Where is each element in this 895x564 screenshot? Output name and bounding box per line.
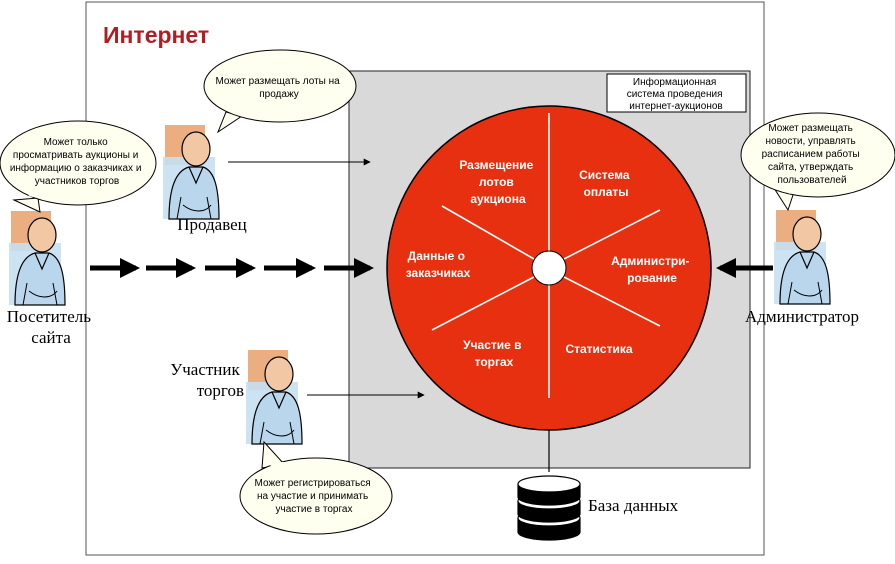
svg-text:Может размещать новости,: Может размещать новости, управлять распи… bbox=[762, 123, 863, 186]
sector-payment: Система оплаты bbox=[579, 168, 633, 199]
sector-trading: Участие в торгах bbox=[463, 338, 525, 369]
svg-text:Может только просматрива: Может только просматривать аукционы и ин… bbox=[10, 137, 144, 187]
participant-bubble: Может регистрироваться на участие и прин… bbox=[239, 440, 393, 535]
participant-name: Участник торгов bbox=[170, 360, 244, 400]
seller-bubble: Может размещать лоты на продажу bbox=[203, 49, 357, 134]
sector-stats: Статистика bbox=[565, 342, 632, 356]
system-label-box bbox=[606, 73, 747, 113]
visitor-person-icon bbox=[8, 210, 66, 306]
sector-customers: Данные о заказчиках bbox=[406, 249, 471, 280]
admin-name: Администратор bbox=[745, 307, 859, 326]
admin-person-icon bbox=[773, 209, 831, 305]
svg-text:Может регистрироваться н: Может регистрироваться на участие и прин… bbox=[255, 478, 374, 515]
system-label: Информационная система проведения интерн… bbox=[627, 76, 726, 112]
svg-text:Может размещать лоты на: Может размещать лоты на продажу bbox=[215, 76, 342, 100]
visitor-bubble: Может только просматривать аукционы и ин… bbox=[0, 120, 157, 213]
sector-lots: Размещение лотов аукциона bbox=[459, 158, 536, 206]
system-core bbox=[531, 250, 567, 286]
admin-bubble: Может размещать новости, управлять распи… bbox=[740, 112, 895, 212]
sector-dividers bbox=[431, 113, 661, 398]
visitor-name: Посетитель сайта bbox=[7, 307, 96, 347]
sector-admin: Администри- рование bbox=[611, 254, 693, 285]
internet-title: Интернет bbox=[103, 22, 209, 48]
seller-name: Продавец bbox=[177, 215, 247, 234]
database-icon bbox=[517, 475, 581, 541]
database-label: База данных bbox=[588, 496, 679, 515]
